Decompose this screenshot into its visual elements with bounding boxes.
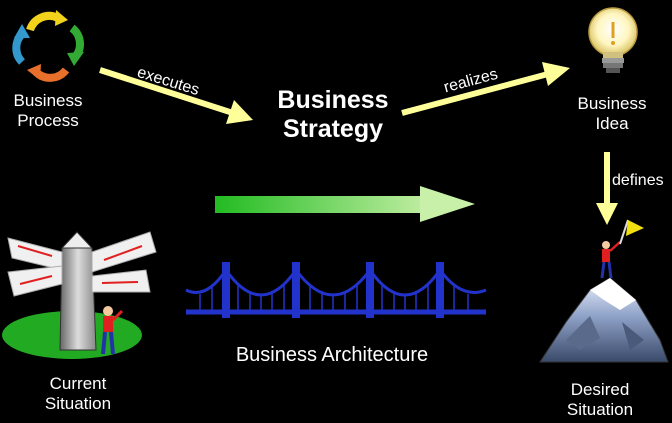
bridge-icon <box>185 262 487 318</box>
business-strategy-line2: Strategy <box>282 114 384 143</box>
business-architecture-label: Business Architecture <box>235 344 429 366</box>
business-process-line2: Process <box>17 110 79 130</box>
desired-situation-label: Desired Situation <box>548 380 652 419</box>
transition-arrow <box>215 186 475 222</box>
person-icon <box>101 306 124 355</box>
current-situation-line1: Current <box>49 374 107 393</box>
defines-arrow <box>596 152 618 225</box>
signpost-icon <box>2 231 157 359</box>
cycle-icon <box>12 10 84 82</box>
executes-arrow <box>99 67 253 124</box>
business-idea-line1: Business <box>577 94 647 113</box>
business-strategy-label: Business Strategy <box>254 86 412 144</box>
current-situation-label: Current Situation <box>26 374 130 413</box>
business-idea-label: Business Idea <box>570 94 654 133</box>
mountain-icon <box>539 277 669 363</box>
business-strategy-line1: Business <box>277 86 389 114</box>
defines-label: defines <box>612 172 664 189</box>
business-process-label: Business Process <box>0 91 96 130</box>
desired-situation-line1: Desired <box>570 380 630 399</box>
person-icon-summit <box>600 241 621 279</box>
lightbulb-icon <box>588 7 638 73</box>
business-idea-line2: Idea <box>595 113 629 133</box>
desired-situation-line2: Situation <box>566 399 634 419</box>
current-situation-line2: Situation <box>44 393 112 413</box>
flag-icon <box>619 219 644 245</box>
business-process-line1: Business <box>13 91 83 110</box>
realizes-arrow <box>401 62 570 116</box>
